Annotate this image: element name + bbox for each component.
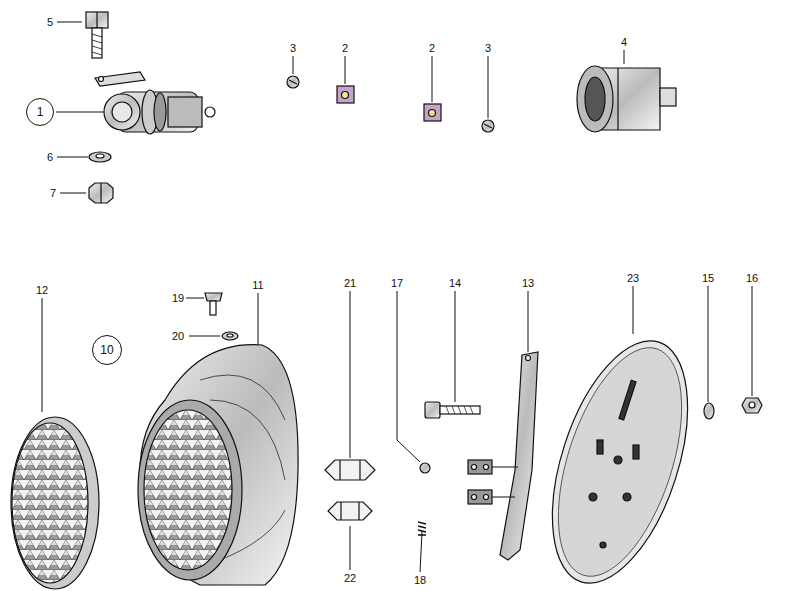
callout-number: 2	[428, 42, 436, 55]
callout-number: 13	[521, 277, 535, 290]
callout-number: 17	[390, 277, 404, 290]
callout-number: 21	[343, 277, 357, 290]
callout-number: 1	[37, 105, 44, 119]
callout-number: 15	[701, 272, 715, 285]
callout-number: 23	[626, 272, 640, 285]
callout-circle: 10	[92, 335, 122, 365]
callout-number: 7	[49, 187, 57, 200]
callout-number: 14	[448, 277, 462, 290]
callout-number: 10	[100, 343, 113, 357]
callout-number: 11	[251, 279, 264, 292]
callout-number: 2	[341, 42, 349, 55]
callout-number: 6	[46, 151, 54, 164]
callout-number: 20	[171, 330, 185, 343]
callout-number: 5	[46, 16, 54, 29]
callout-number: 3	[289, 42, 297, 55]
callout-number: 4	[620, 36, 628, 49]
callout-number: 3	[484, 42, 492, 55]
callout-circle: 1	[26, 98, 54, 126]
callout-number: 22	[343, 572, 357, 585]
callout-number: 12	[35, 284, 49, 297]
callout-number: 19	[171, 292, 185, 305]
callout-number: 16	[745, 272, 759, 285]
callout-number: 18	[413, 574, 427, 587]
